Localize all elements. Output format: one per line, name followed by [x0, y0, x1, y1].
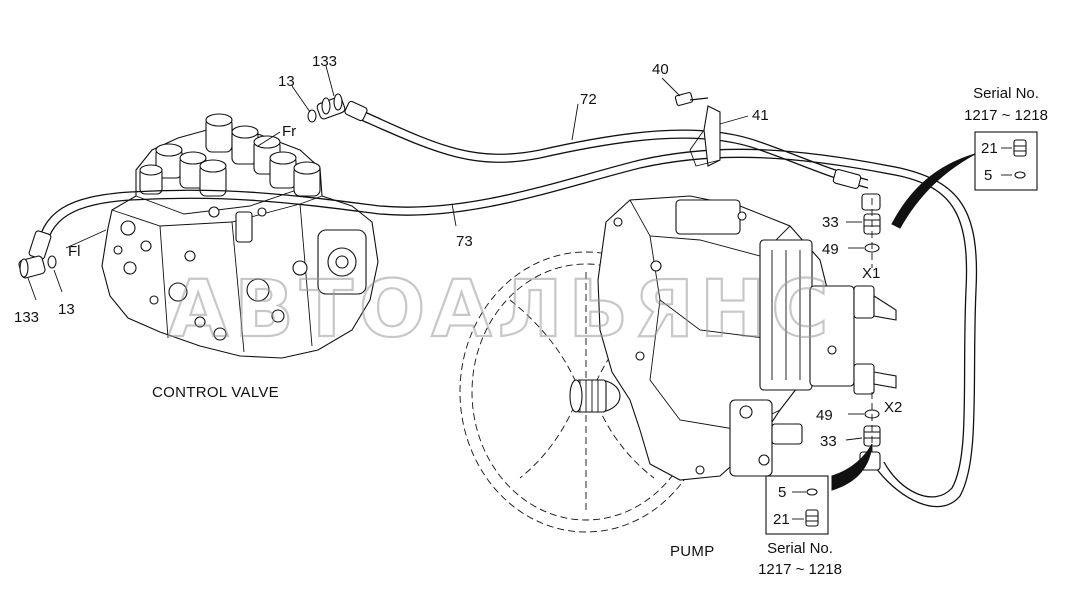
serial-bottom-row1-number: 5 — [778, 484, 786, 501]
callout-72: 72 — [580, 91, 597, 108]
callout-13-top: 13 — [278, 73, 295, 90]
serial-top-pointer — [891, 153, 976, 229]
bolt-40 — [674, 91, 709, 107]
valve-ports — [113, 206, 367, 341]
callout-13-left: 13 — [58, 301, 75, 318]
callout-133-top: 133 — [312, 53, 337, 70]
control-valve-caption: CONTROL VALVE — [152, 384, 279, 401]
serial-top-row1-number: 21 — [981, 140, 998, 157]
callout-73: 73 — [456, 233, 473, 250]
serial-bottom-range: 1217 ~ 1218 — [758, 561, 842, 578]
callout-133-left: 133 — [14, 309, 39, 326]
watermark-text: АВТОАЛЬЯНС — [168, 265, 835, 355]
oring-13-left — [47, 255, 57, 269]
serial-top-range: 1217 ~ 1218 — [964, 107, 1048, 124]
callout-x1: X1 — [862, 265, 880, 282]
fitting-33-top — [861, 193, 881, 235]
fitting-133-left — [18, 255, 46, 279]
serial-box-bottom: 5 21 — [765, 475, 829, 535]
pump-caption: PUMP — [670, 543, 715, 560]
callout-41: 41 — [752, 107, 769, 124]
serial-top-row2-number: 5 — [984, 167, 992, 184]
callout-labels: 133 13 Fr Fl 133 13 72 73 40 41 33 49 X1… — [14, 53, 902, 450]
callout-x2: X2 — [884, 399, 902, 416]
callout-49-bottom: 49 — [816, 407, 833, 424]
serial-box-top: 21 5 — [974, 131, 1038, 191]
fitting-133-top — [316, 93, 346, 120]
callout-fr: Fr — [282, 123, 296, 140]
serial-bottom-pointer — [831, 443, 873, 491]
callout-33-top: 33 — [822, 214, 839, 231]
hose-72 — [344, 100, 869, 190]
valve-spool-caps — [139, 113, 321, 197]
pump-shaft — [569, 379, 621, 413]
serial-bottom-title: Serial No. — [767, 540, 833, 557]
leader-lines — [27, 65, 864, 441]
serial-bottom-row2-number: 21 — [773, 511, 790, 528]
control-valve-drawing — [101, 113, 379, 359]
clamp-41 — [689, 105, 721, 167]
callout-fl: Fl — [68, 243, 81, 260]
callout-49-top: 49 — [822, 241, 839, 258]
oring-13-top — [307, 109, 317, 123]
callout-33-bottom: 33 — [820, 433, 837, 450]
serial-top-title: Serial No. — [973, 85, 1039, 102]
callout-40: 40 — [652, 61, 669, 78]
pump-drawing — [459, 195, 897, 533]
